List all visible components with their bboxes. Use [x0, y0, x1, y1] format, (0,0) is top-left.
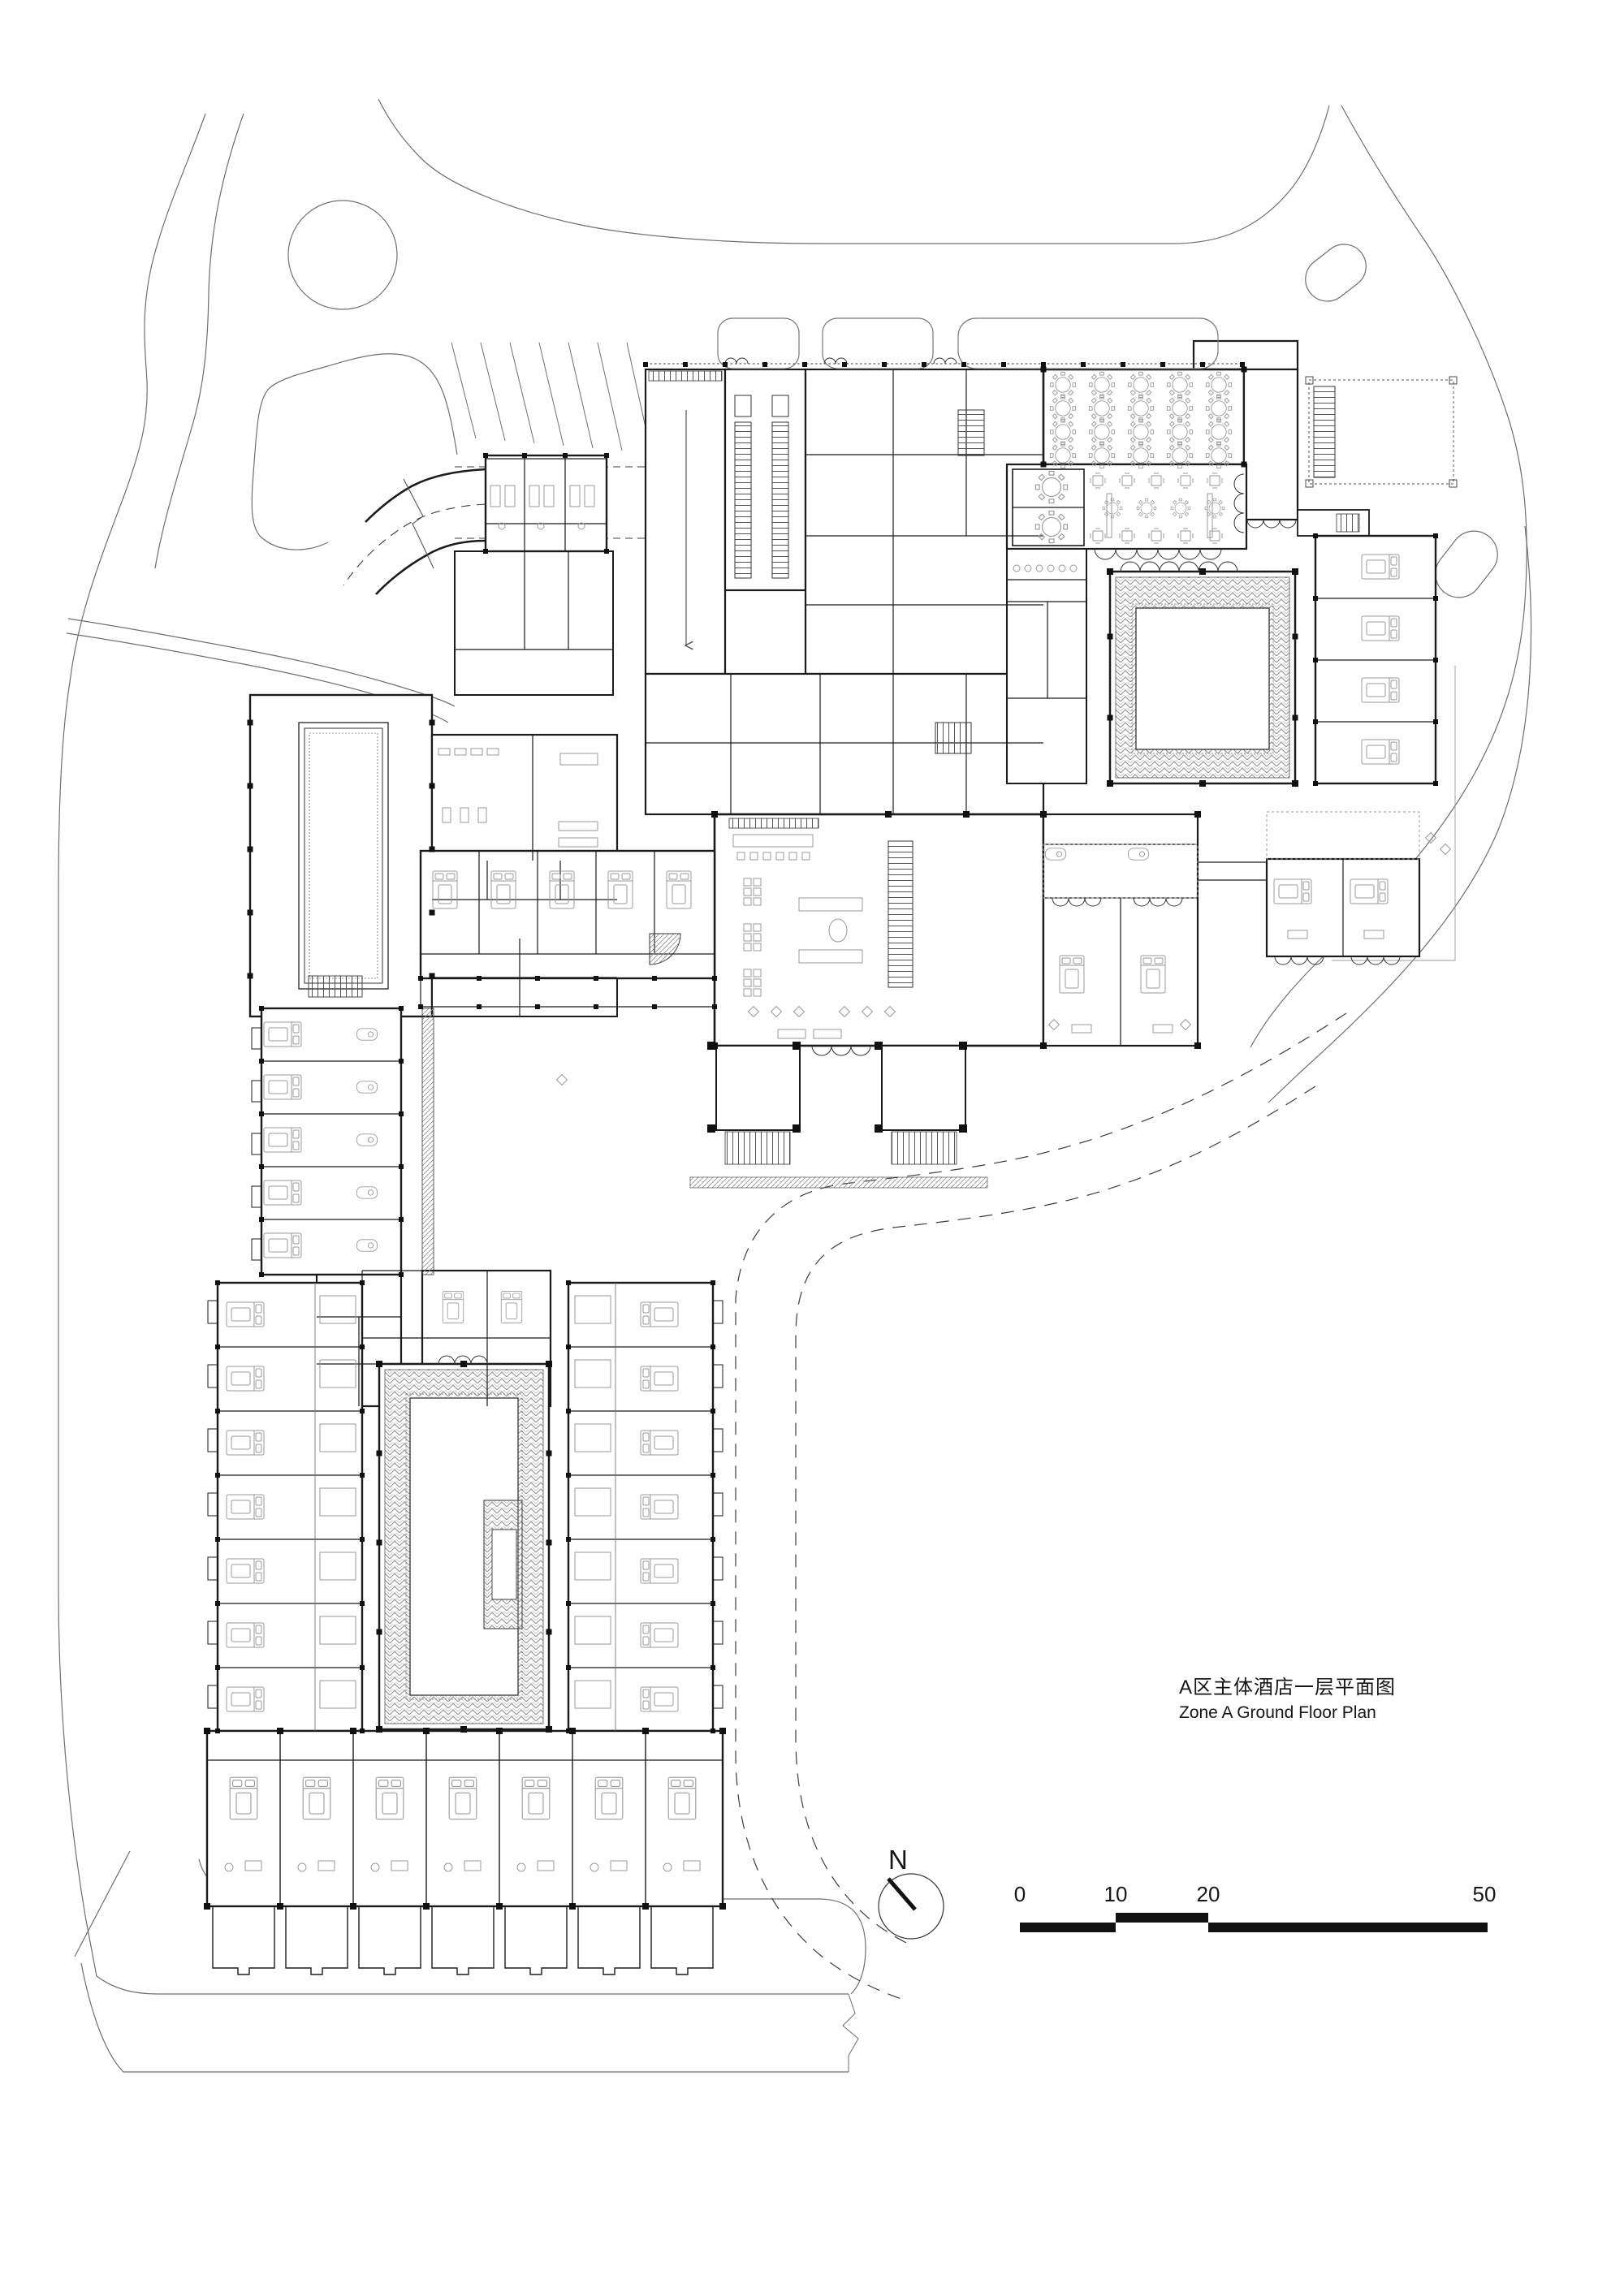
north-arrow-icon: N: [878, 1845, 944, 1940]
columns: [204, 362, 1438, 1910]
road-band-top: [96, 1975, 849, 1995]
west-wing: [260, 1007, 403, 1276]
parking-bays: [451, 342, 652, 454]
road-west-inner: [154, 113, 244, 569]
road-island-2: [1435, 530, 1498, 598]
lobby: [713, 813, 1045, 1047]
boh-lower: [644, 672, 1045, 816]
plan-title-zh: A区主体酒店一层平面图: [1179, 1677, 1396, 1698]
entry-driveway: [343, 468, 486, 595]
pond: [287, 200, 398, 310]
lawn-loop: [251, 353, 458, 550]
title-block: A区主体酒店一层平面图 Zone A Ground Floor Plan: [1179, 1677, 1396, 1722]
stairs-and-decks: [298, 370, 1360, 1275]
road-band-bottom: [80, 1962, 849, 2073]
plan-title-en: Zone A Ground Floor Plan: [1179, 1703, 1376, 1722]
scale-tick-50: 50: [1473, 1882, 1497, 1906]
road-west: [58, 113, 206, 1977]
furniture: [224, 372, 1451, 1872]
courtyards: [384, 576, 1290, 1724]
scale-tick-10: 10: [1104, 1882, 1128, 1906]
scale-tick-0: 0: [1014, 1882, 1026, 1906]
boh-block: [804, 368, 1045, 675]
ramp-hall: [644, 368, 727, 675]
building-walls: [205, 339, 1437, 1908]
porch-left: [715, 1045, 801, 1131]
north-label: N: [888, 1845, 908, 1875]
porch-right: [881, 1045, 966, 1131]
road-top: [378, 98, 1330, 244]
break-symbol: [403, 478, 434, 569]
banquet-foyer: [1242, 368, 1299, 521]
road-approach-1: [67, 618, 456, 707]
parcel-line-east: [1332, 666, 1456, 961]
door-scallops: [438, 357, 1401, 1365]
gym-lounge: [430, 733, 619, 862]
road-island-1: [1305, 244, 1367, 302]
south-left-wing: [216, 1281, 364, 1733]
road-east-b: [1268, 525, 1532, 1103]
pool-hall: [248, 693, 434, 1018]
dashed-driveway: [455, 466, 1347, 2000]
scale-tick-20: 20: [1197, 1882, 1220, 1906]
interior-partitions: [207, 369, 1436, 1975]
wc-stack: [1006, 548, 1087, 784]
banquet-annex: [1192, 339, 1299, 371]
wc-roadside-block: [484, 454, 608, 553]
pergola: [1308, 379, 1454, 485]
scale-bar: 0 10 20 50: [1014, 1882, 1497, 1932]
road-band-break: [842, 1993, 859, 2072]
road-west-inner-low: [74, 1850, 131, 1957]
midwest-wing: [419, 849, 716, 980]
north-edge: [646, 317, 1458, 645]
spa-north-rooms: [454, 550, 614, 696]
